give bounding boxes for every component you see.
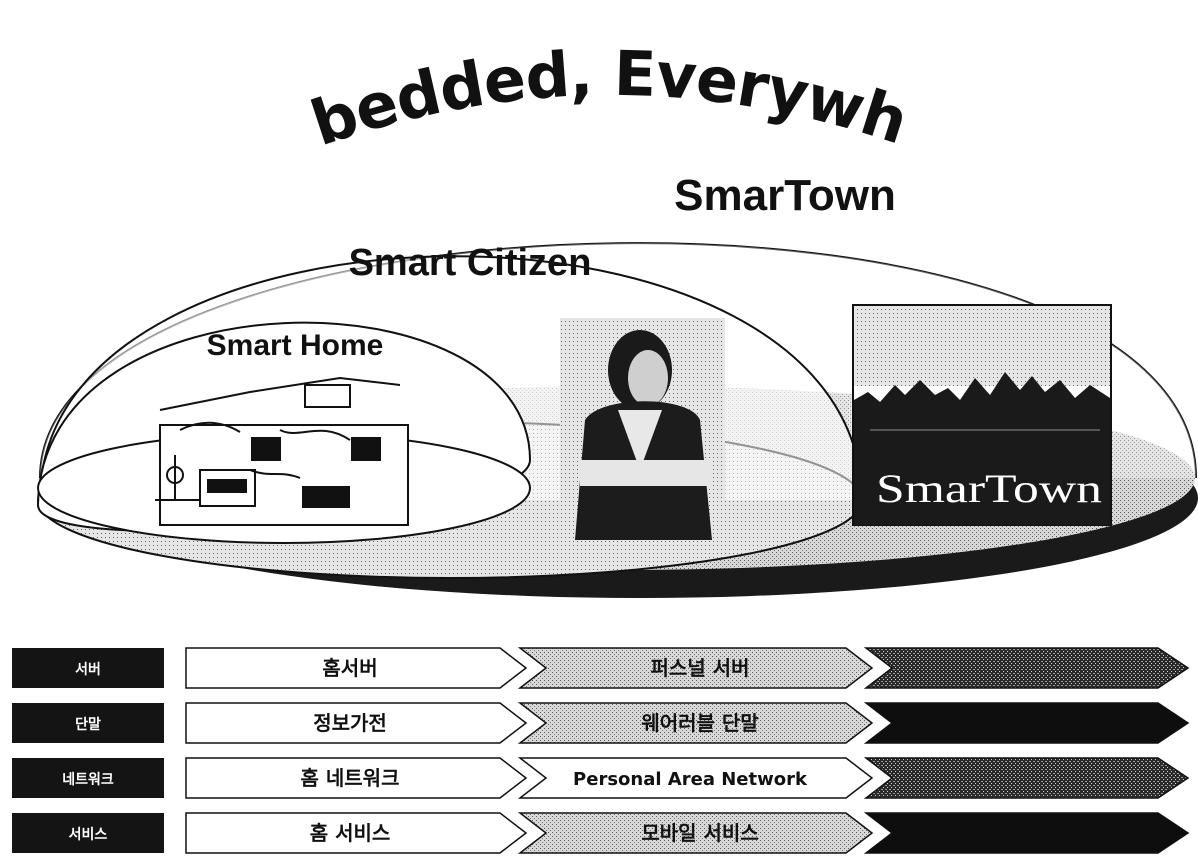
- stage-cell-town: [863, 812, 1190, 854]
- diagram-title: Embedded, Everywhere: [0, 0, 916, 160]
- stage-cell-personal: [517, 812, 874, 854]
- stage-cell-personal: [517, 702, 874, 744]
- inner-dome-label: Smart Home: [207, 329, 384, 362]
- row-header: [12, 703, 164, 743]
- home-appliance-sketch: [155, 376, 409, 526]
- stage-cell-personal: [517, 647, 874, 689]
- stage-cell-home: [185, 702, 528, 744]
- stage-cell-home: [185, 647, 528, 689]
- row-header-label: 서비스: [69, 827, 108, 843]
- smart-citizen-person-photo: [560, 318, 725, 540]
- stage-cell-label: 홈서버: [322, 656, 377, 680]
- stage-cell-label: 정보가전: [313, 711, 387, 735]
- stage-cell-label: 모바일 서비스: [641, 821, 758, 845]
- table-row: 네트워크 홈 네트워크 Personal Area Network: [12, 757, 1190, 799]
- middle-dome-label: Smart Citizen: [349, 242, 592, 284]
- stage-cell-town: [863, 702, 1190, 744]
- table-row: 단말 정보가전 웨어러블 단말: [12, 702, 1190, 744]
- stage-cell-label: 홈 서비스: [310, 821, 391, 845]
- row-header: [12, 648, 164, 688]
- table-row: 서비스 홈 서비스 모바일 서비스: [12, 812, 1190, 854]
- stage-cell-label: 퍼스널 서버: [651, 656, 750, 680]
- stage-cell-home: [185, 757, 528, 799]
- row-header-label: 단말: [75, 716, 101, 733]
- stage-cell-label: 홈 네트워크: [301, 766, 400, 790]
- stage-cell-label: 웨어러블 단말: [641, 711, 759, 735]
- row-header: [12, 813, 164, 853]
- outer-dome-label: SmarTown: [674, 171, 896, 220]
- stage-cell-town: [863, 647, 1190, 689]
- stage-cell-label: Personal Area Network: [573, 769, 808, 790]
- row-header-label: 네트워크: [62, 772, 114, 788]
- table-row: 서버 홈서버 퍼스널 서버: [12, 647, 1190, 689]
- stage-cell-town: [863, 757, 1190, 799]
- smartown-city-photo: SmarTown: [852, 304, 1112, 526]
- row-header: [12, 758, 164, 798]
- city-photo-caption: SmarTown: [876, 466, 1102, 511]
- evolution-table: 서버 홈서버 퍼스널 서버 단말 정보가전 웨어러블 단말 네트워크 홈 네트워…: [12, 647, 1190, 854]
- stage-cell-personal: [517, 757, 874, 799]
- row-header-label: 서버: [75, 661, 101, 678]
- stage-cell-home: [185, 812, 528, 854]
